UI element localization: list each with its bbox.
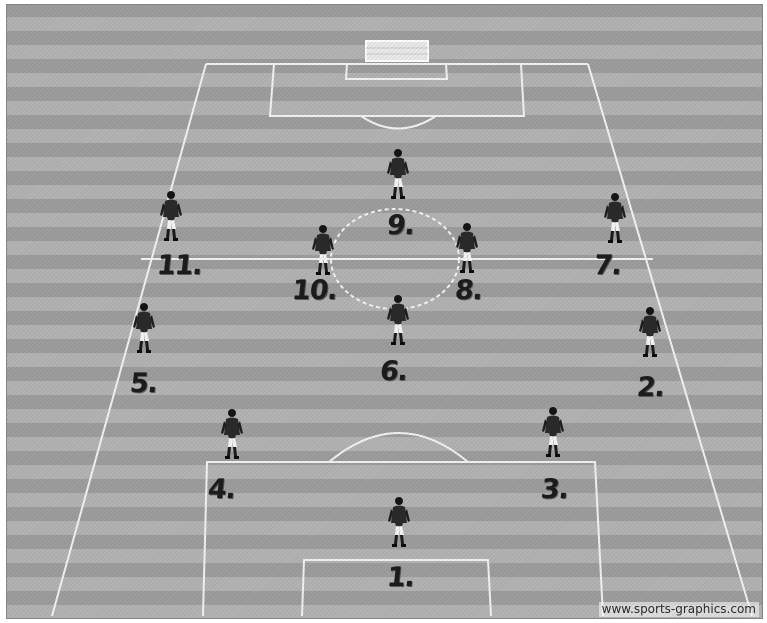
penalty-arc-bottom [329,433,468,462]
player-figure-5 [131,302,157,354]
player-figure-3 [540,406,566,458]
player-figure-2 [637,306,663,358]
penalty-arc-top [361,116,436,129]
player-figure-10 [310,224,336,276]
player-number-1: 1. [386,564,416,591]
player-figure-1 [386,496,412,548]
player-number-5: 5. [129,370,159,397]
player-figure-9 [385,148,411,200]
player-number-9: 9. [386,212,416,239]
player-figure-11 [158,190,184,242]
player-figure-6 [385,294,411,346]
goal [366,41,428,61]
player-number-11: 11. [156,252,204,279]
player-number-8: 8. [454,277,484,304]
player-figure-4 [219,408,245,460]
player-figure-8 [454,222,480,274]
touch-line-right [588,64,752,616]
football-pitch-diagram: 9. 11. 7. 10. 8. 6. 5. 2. 4. 3. 1. www.s… [6,4,763,619]
touch-line-left [52,64,206,616]
watermark: www.sports-graphics.com [599,602,759,617]
player-figure-7 [602,192,628,244]
player-number-7: 7. [593,252,623,279]
penalty-area-top [270,64,524,116]
player-number-10: 10. [291,277,339,304]
goal-area-top [346,64,447,79]
player-number-2: 2. [636,374,666,401]
player-number-6: 6. [379,358,409,385]
player-number-3: 3. [540,476,570,503]
player-number-4: 4. [207,476,237,503]
